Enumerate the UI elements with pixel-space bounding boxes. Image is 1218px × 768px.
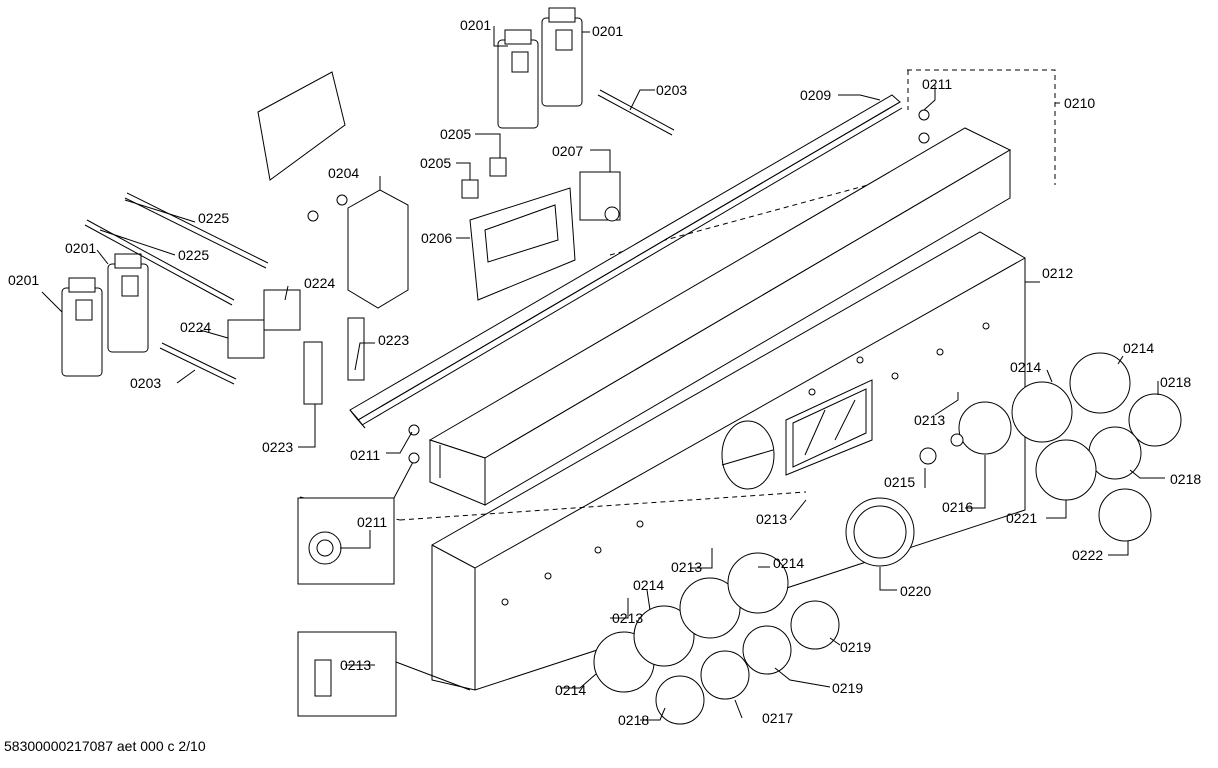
callout-0213: 0213 <box>612 610 643 626</box>
callout-0205: 0205 <box>440 126 471 142</box>
shield-sheet <box>257 71 346 181</box>
switch-0201-top-left <box>497 29 539 129</box>
toggle-0205-a <box>461 179 479 199</box>
callout-0205: 0205 <box>420 155 451 171</box>
callout-0201: 0201 <box>65 240 96 256</box>
knob-0214-e <box>679 577 741 639</box>
knob-0214-b <box>1069 352 1131 414</box>
callout-0222: 0222 <box>1072 547 1103 563</box>
callout-0211: 0211 <box>922 76 952 92</box>
bracket-0204 <box>347 189 409 309</box>
callout-0214: 0214 <box>633 577 664 593</box>
switch-0201-top-right <box>541 7 583 107</box>
callout-0225: 0225 <box>178 247 209 263</box>
callout-0224: 0224 <box>180 319 211 335</box>
knob-0214-a <box>1011 381 1073 443</box>
ring-0215 <box>919 447 937 465</box>
callout-0218: 0218 <box>1170 471 1201 487</box>
callout-0211: 0211 <box>357 514 387 530</box>
callout-0201: 0201 <box>8 272 39 288</box>
callout-0213: 0213 <box>914 412 945 428</box>
knob-0218-a <box>1128 393 1182 447</box>
front-panel <box>431 231 1026 691</box>
callout-0213: 0213 <box>340 657 371 673</box>
knob-0222 <box>1098 488 1152 542</box>
callout-0209: 0209 <box>800 87 831 103</box>
control-board-0206 <box>469 187 576 301</box>
callout-0213: 0213 <box>756 511 787 527</box>
callout-0207: 0207 <box>552 143 583 159</box>
callout-0203: 0203 <box>130 375 161 391</box>
knob-0217 <box>700 650 750 700</box>
callout-0201: 0201 <box>592 23 623 39</box>
knobs <box>593 352 1182 725</box>
callout-0219: 0219 <box>832 680 863 696</box>
callout-0217: 0217 <box>762 710 793 726</box>
callout-0218: 0218 <box>618 712 649 728</box>
switch-0201-left-a <box>61 277 103 377</box>
callout-0214: 0214 <box>773 555 804 571</box>
callout-0214: 0214 <box>1010 359 1041 375</box>
switch-0201-left-b <box>107 253 149 353</box>
callout-0214: 0214 <box>555 682 586 698</box>
callout-0206: 0206 <box>421 230 452 246</box>
switch-0224-b <box>263 289 301 331</box>
switch-0224-a <box>227 319 265 359</box>
callout-0215: 0215 <box>884 474 915 490</box>
knob-0214-d <box>633 605 695 667</box>
callout-0201: 0201 <box>460 17 491 33</box>
callout-0223: 0223 <box>378 332 409 348</box>
callout-0203: 0203 <box>656 82 687 98</box>
clip-0223-b <box>303 341 323 405</box>
callout-labels: 0201 0201 0201 0201 0203 0203 0204 0205 … <box>8 17 1201 728</box>
knob-0214-f <box>727 552 789 614</box>
trim-box <box>428 127 1012 506</box>
bezel-0216 <box>958 401 1012 455</box>
callout-0225: 0225 <box>198 210 229 226</box>
detail-box-0213 <box>297 631 397 717</box>
callout-0210: 0210 <box>1064 95 1095 111</box>
rail <box>349 94 903 429</box>
toggle-0205-b <box>489 157 507 177</box>
callout-0213: 0213 <box>671 559 702 575</box>
clip-0223-a <box>347 317 365 381</box>
callout-0224: 0224 <box>304 275 335 291</box>
knob-0218-c <box>655 675 705 725</box>
callout-0204: 0204 <box>328 165 359 181</box>
knob-0219-a <box>742 625 792 675</box>
callout-0218: 0218 <box>1160 374 1191 390</box>
callout-0211: 0211 <box>350 447 380 463</box>
callout-0216: 0216 <box>942 499 973 515</box>
knob-0219-b <box>790 600 840 650</box>
callout-0219: 0219 <box>840 639 871 655</box>
leader-lines <box>41 26 1165 721</box>
diagram-canvas: 0201 0201 0201 0201 0203 0203 0204 0205 … <box>8 7 1201 728</box>
callout-0220: 0220 <box>900 583 931 599</box>
callout-0223: 0223 <box>262 439 293 455</box>
knob-0221 <box>1035 439 1097 501</box>
callout-0214: 0214 <box>1123 340 1154 356</box>
callout-0212: 0212 <box>1042 265 1073 281</box>
knob-0218-b <box>1088 426 1142 480</box>
callout-0221: 0221 <box>1006 510 1037 526</box>
document-footer: 58300000217087 aet 000 c 2/10 <box>4 738 206 754</box>
detail-box-0211 <box>297 497 395 585</box>
